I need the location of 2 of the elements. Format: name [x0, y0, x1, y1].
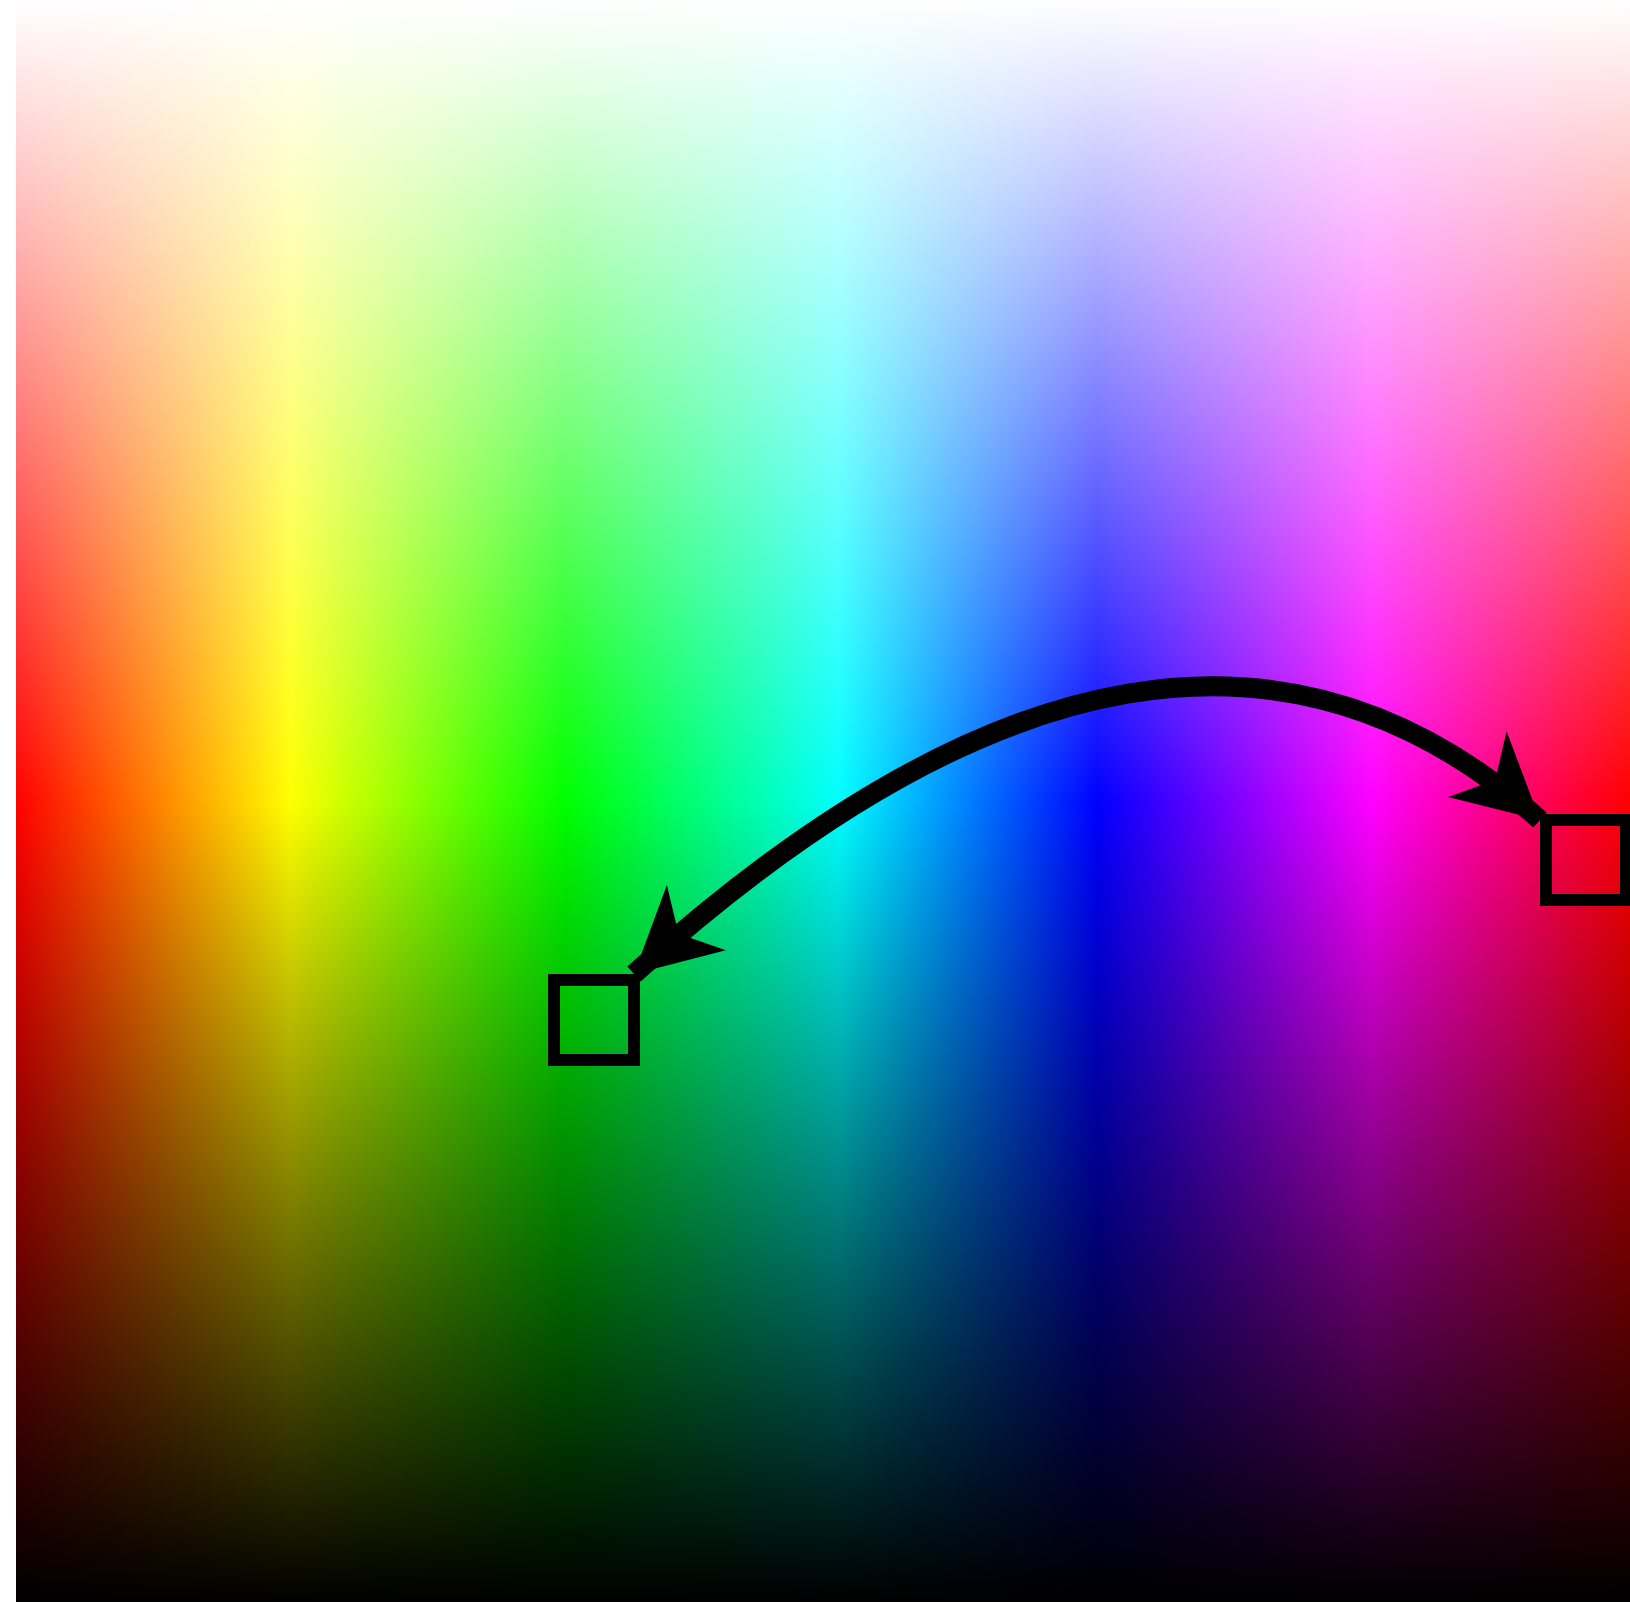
- square-marker: [548, 974, 640, 1066]
- square-marker: [1540, 814, 1630, 906]
